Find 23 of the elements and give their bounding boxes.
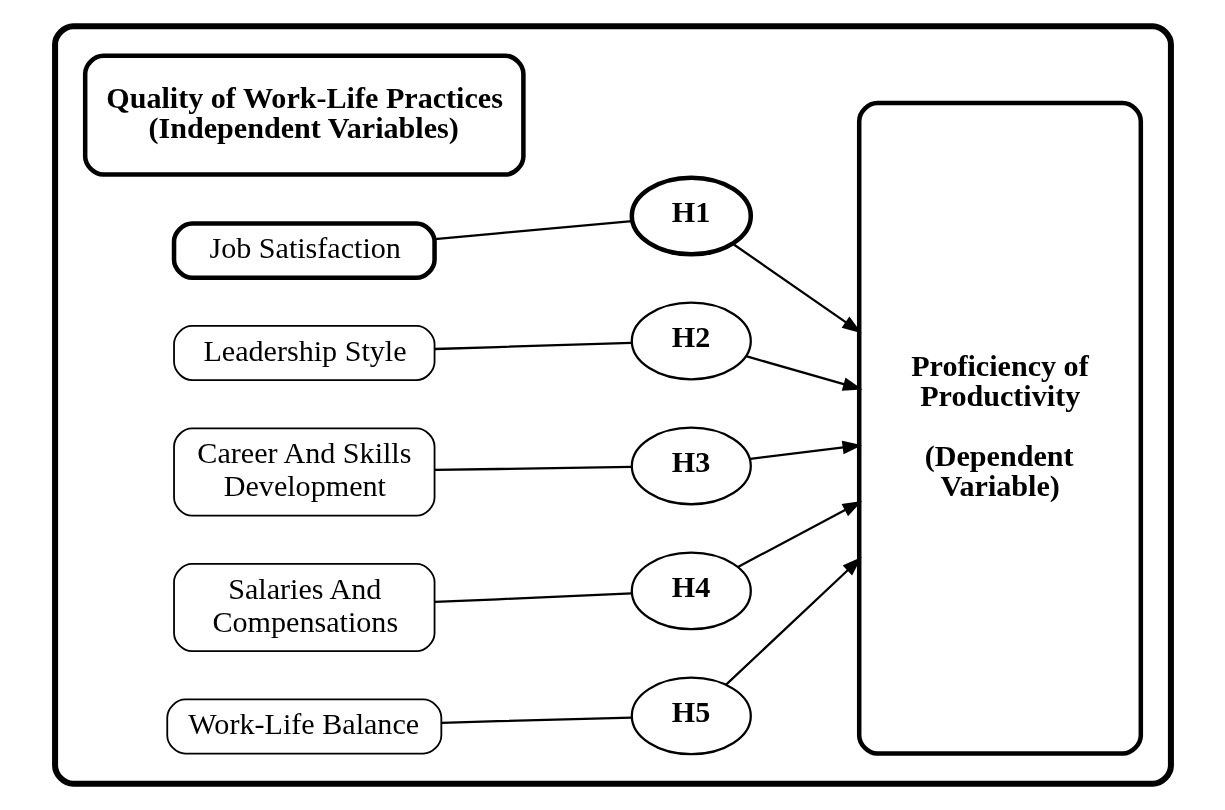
node-ellipse: H5 [630,676,752,756]
node-ellipse: H3 [630,426,752,506]
node-box: Career And Skills Development [172,427,435,517]
arrow [736,500,862,568]
connector [434,465,632,472]
node-box: Proficiency of Productivity (Dependent Variable) [856,100,1143,756]
node-ellipse: H1 [629,175,753,257]
node-ellipse: H2 [630,301,752,381]
arrow [724,557,862,686]
node-box: Quality of Work-Life Practices (Independent Variables) [82,53,526,177]
connector [441,716,632,724]
arrow [731,242,862,334]
connector [434,220,632,241]
arrow [749,440,862,461]
node-box: Job Satisfaction [171,221,437,280]
node-ellipse: H4 [630,551,752,631]
node-box: Leadership Style [172,325,435,382]
connector [434,592,632,604]
node-box: Work-Life Balance [165,698,442,755]
connector [434,341,632,351]
node-box: Salaries And Compensations [172,562,435,653]
arrow [745,355,862,391]
cluster [51,23,1174,787]
